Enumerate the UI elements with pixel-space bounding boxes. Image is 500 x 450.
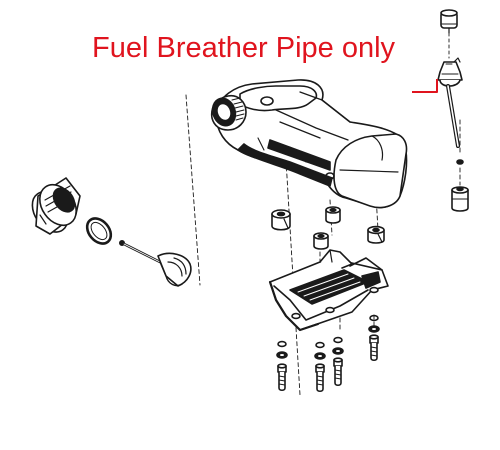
fuel-tank-icon <box>210 79 408 209</box>
callout-bracket <box>412 79 438 93</box>
bolt-icon <box>277 334 379 393</box>
annotation-label: Fuel Breather Pipe only <box>92 32 396 64</box>
fuel-filter-pickup-icon <box>119 240 192 287</box>
anti-vibration-mount-icon <box>271 206 385 250</box>
mounting-bracket-icon <box>268 249 389 332</box>
fuel-cap-icon <box>31 177 81 235</box>
washer-icon <box>276 314 380 360</box>
o-ring-icon <box>85 217 113 245</box>
breather-pipe-icon <box>437 9 469 212</box>
